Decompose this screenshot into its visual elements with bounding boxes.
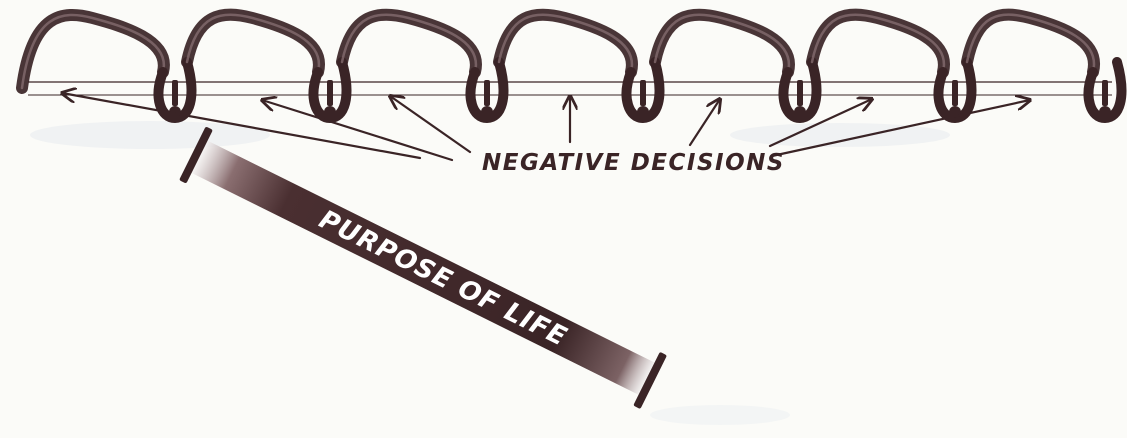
- loop-knot: [794, 106, 806, 118]
- pointer-arrow: [690, 99, 720, 145]
- negative-decisions-label: NEGATIVE DECISIONS: [482, 150, 785, 176]
- loop-stem: [327, 80, 333, 106]
- loop-knot: [324, 106, 336, 118]
- loop-knot: [637, 106, 649, 118]
- decision-loops: [22, 15, 1121, 118]
- loop-stem: [640, 80, 646, 106]
- loop-stem: [797, 80, 803, 106]
- loop-knot: [1099, 106, 1111, 118]
- loop-knot: [481, 106, 493, 118]
- pointer-arrow: [262, 100, 452, 160]
- loop-stem: [172, 80, 178, 106]
- loop-stem: [484, 80, 490, 106]
- loop-arc: [22, 15, 164, 88]
- loop-stem: [1102, 80, 1108, 106]
- loop-stem: [952, 80, 958, 106]
- purpose-of-life-label: PURPOSE OF LIFE: [314, 205, 571, 353]
